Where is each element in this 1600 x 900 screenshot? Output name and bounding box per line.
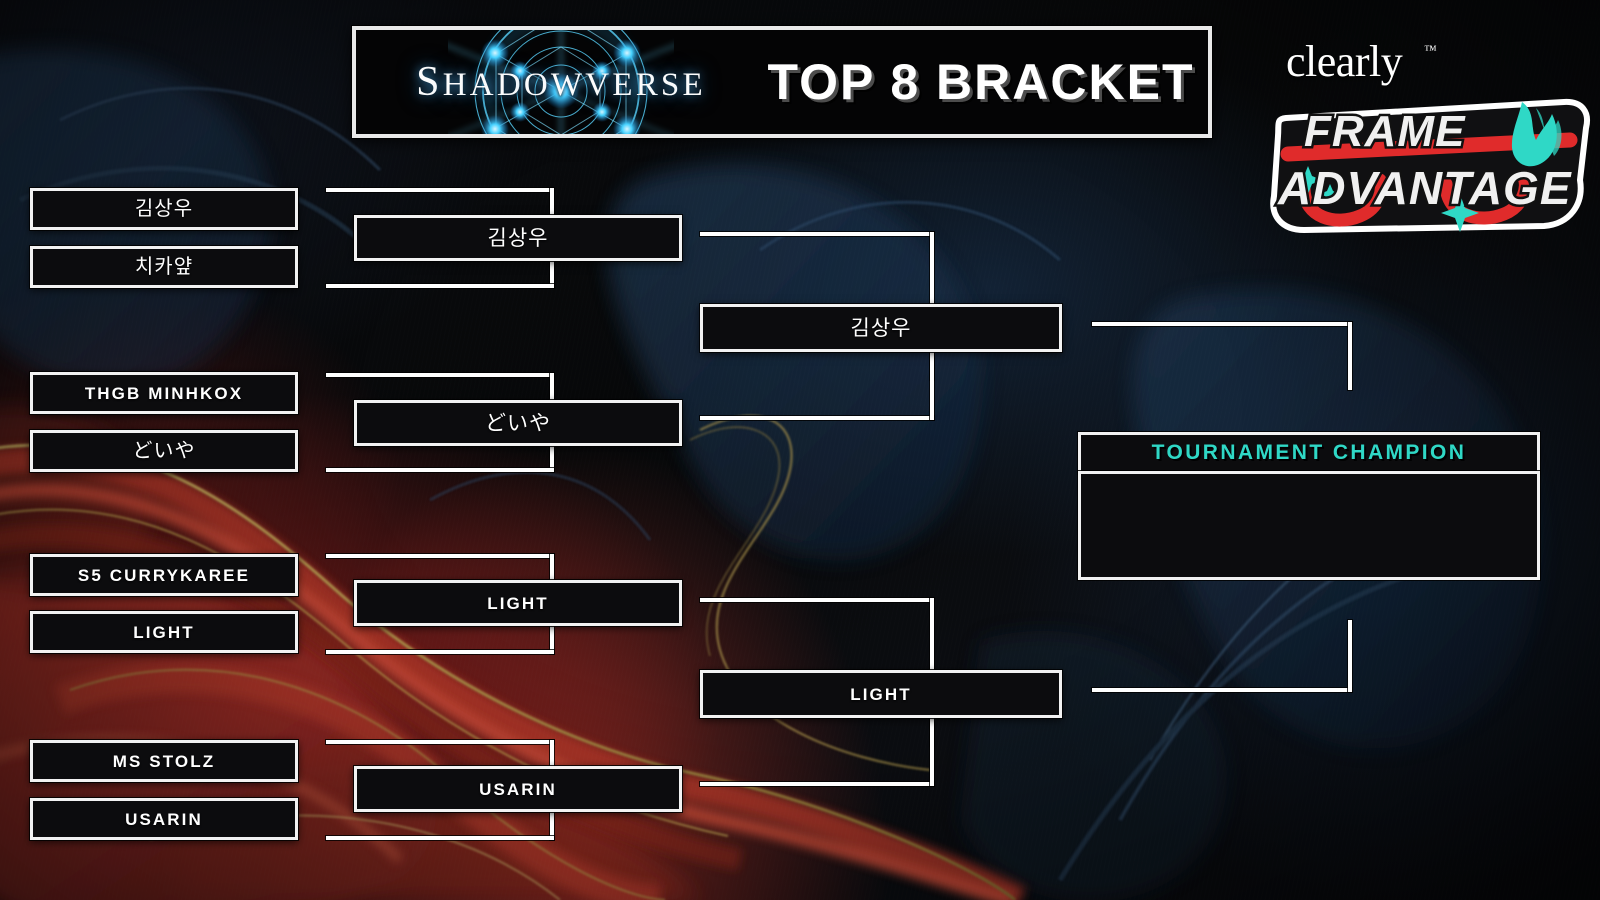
player-name: USARIN [479, 779, 557, 799]
bracket-slot-r1-3[interactable]: THGB MINHKOX [30, 372, 298, 414]
connector-r1-m1-top [326, 188, 554, 192]
bracket-slot-r2-3[interactable]: LIGHT [354, 580, 682, 626]
player-name: どいや [132, 440, 196, 462]
connector-r1-m2-top [326, 373, 554, 377]
player-name: 김상우 [134, 198, 194, 220]
bracket-slot-r2-1[interactable]: 김상우 [354, 215, 682, 261]
champion-header-label: TOURNAMENT CHAMPION [1151, 441, 1467, 464]
bracket-slot-r1-2[interactable]: 치카얖 [30, 246, 298, 288]
bracket-slot-r1-5[interactable]: S5 CURRYKAREE [30, 554, 298, 596]
player-name: LIGHT [850, 684, 912, 704]
player-name: LIGHT [133, 622, 195, 642]
player-name: 김상우 [850, 316, 912, 340]
connector-r2-m1-vert-lower [930, 348, 934, 420]
connector-r1-m3-top [326, 554, 554, 558]
connector-r1-m4-bottom [326, 836, 554, 840]
player-name: どいや [485, 411, 551, 435]
connector-r2-m2-vert-lower [930, 714, 934, 786]
player-name: LIGHT [487, 593, 549, 613]
bracket-slot-r1-8[interactable]: USARIN [30, 798, 298, 840]
svg-text:FRAME: FRAME [1304, 107, 1466, 156]
header-banner: SHADOWVERSE TOP 8 BRACKET [352, 26, 1212, 138]
connector-final-bottom [1092, 688, 1352, 692]
connector-r1-m1-bottom [326, 284, 554, 288]
connector-final-top [1092, 322, 1352, 326]
bracket-slot-r3-1[interactable]: 김상우 [700, 304, 1062, 352]
connector-r1-m3-bottom [326, 650, 554, 654]
bracket-slot-r2-4[interactable]: USARIN [354, 766, 682, 812]
connector-r2-m2-bottom [700, 782, 934, 786]
bracket-slot-r1-6[interactable]: LIGHT [30, 611, 298, 653]
frame-advantage-badge-icon: FRAME ADVANTAGE [1270, 98, 1590, 233]
connector-r2-m1-top [700, 232, 934, 236]
player-name: THGB MINHKOX [84, 383, 244, 403]
page-title: TOP 8 BRACKET [767, 54, 1195, 110]
player-name: USARIN [125, 809, 203, 829]
bracket-slot-r1-4[interactable]: どいや [30, 430, 298, 472]
svg-text:ADVANTAGE: ADVANTAGE [1277, 162, 1572, 214]
shadowverse-wordmark: SHADOWVERSE [416, 59, 706, 105]
sponsor-logo: clearly ™ FRAME ADVANTAGE [1264, 34, 1594, 234]
champion-header: TOURNAMENT CHAMPION [1078, 432, 1540, 474]
tournament-champion: TOURNAMENT CHAMPION [1078, 432, 1540, 580]
bracket-slot-r1-1[interactable]: 김상우 [30, 188, 298, 230]
connector-r2-m1-bottom [700, 416, 934, 420]
connector-r1-m2-bottom [326, 468, 554, 472]
champion-name-slot[interactable] [1078, 471, 1540, 580]
connector-r2-m2-top [700, 598, 934, 602]
bracket-slot-r2-2[interactable]: どいや [354, 400, 682, 446]
trademark-symbol: ™ [1424, 42, 1437, 57]
player-name: S5 CURRYKAREE [77, 565, 251, 585]
player-name: 치카얖 [134, 256, 194, 278]
player-name: MS STOLZ [112, 751, 216, 771]
connector-final-vert-bottom [1348, 620, 1352, 692]
bracket-slot-r3-2[interactable]: LIGHT [700, 670, 1062, 718]
clearly-brand-text: clearly [1286, 37, 1403, 86]
bracket-slot-r1-7[interactable]: MS STOLZ [30, 740, 298, 782]
player-name: 김상우 [487, 226, 549, 250]
connector-final-vert-top [1348, 322, 1352, 390]
connector-r1-m4-top [326, 740, 554, 744]
